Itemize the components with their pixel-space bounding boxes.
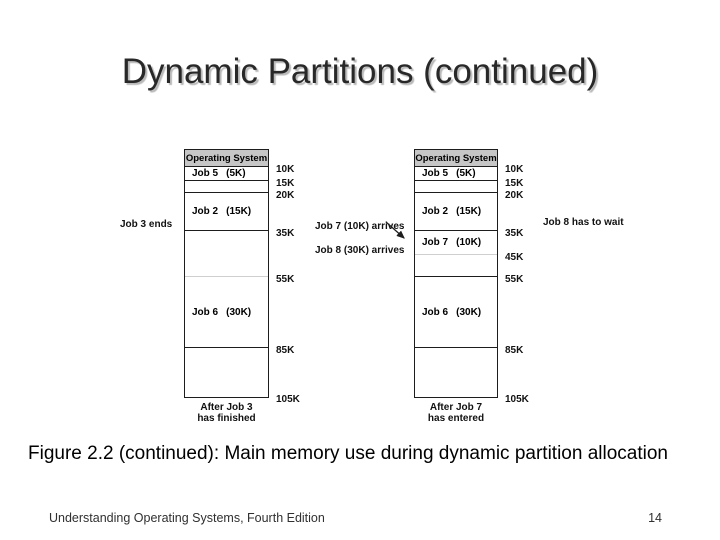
job-size-label: (15K) — [226, 206, 252, 217]
job-label: Job 5 — [422, 168, 449, 179]
memory-tick-55k: 55K — [276, 274, 295, 285]
free-partition — [415, 181, 497, 193]
memory-tick-20k: 20K — [276, 190, 295, 201]
job-size-label: (30K) — [226, 306, 252, 318]
annotation-job7-arrives: Job 7 (10K) arrives — [315, 221, 405, 232]
job-label: Job 2 — [422, 206, 449, 217]
os-partition: Operating System — [185, 150, 268, 167]
annotation-job3-ends: Job 3 ends — [120, 219, 173, 230]
free-partition — [415, 255, 497, 277]
arrow-icon — [385, 221, 405, 239]
job-label: Job 6 — [422, 306, 449, 318]
footer-book-title: Understanding Operating Systems, Fourth … — [49, 511, 325, 525]
os-partition: Operating System — [415, 150, 497, 167]
column-caption-line: After Job 3 — [200, 402, 253, 413]
job-size-label: (30K) — [456, 306, 482, 318]
memory-tick-85k: 85K — [276, 345, 295, 356]
memory-tick-45k: 45K — [505, 252, 524, 263]
column-caption-line: has entered — [427, 413, 485, 424]
job-size-label: (15K) — [456, 206, 482, 217]
free-partition — [185, 348, 268, 397]
free-partition — [185, 231, 268, 277]
partition-job-5: Job 5 (5K) — [415, 167, 497, 181]
memory-tick-15k: 15K — [276, 178, 295, 189]
memory-tick-85k: 85K — [505, 345, 524, 356]
free-partition — [185, 181, 268, 193]
memory-tick-10k: 10K — [505, 164, 524, 175]
memory-tick-105k: 105K — [505, 394, 529, 405]
memory-tick-15k: 15K — [505, 178, 524, 189]
page-number: 14 — [648, 511, 662, 525]
partition-job-5: Job 5 (5K) — [185, 167, 268, 181]
annotation-job8-wait: Job 8 has to wait — [543, 217, 624, 228]
memory-tick-35k: 35K — [505, 228, 524, 239]
column-caption-line: has finished — [197, 413, 256, 424]
memory-tick-55k: 55K — [505, 274, 524, 285]
free-partition — [415, 348, 497, 397]
column-caption-line: After Job 7 — [429, 402, 483, 413]
job-label: Job 6 — [192, 306, 219, 318]
job-size-label: (5K) — [226, 168, 246, 179]
job-label: Job 7 — [422, 237, 449, 248]
memory-tick-35k: 35K — [276, 228, 295, 239]
partition-job-2: Job 2 (15K) — [185, 193, 268, 231]
job-size-label: (5K) — [456, 168, 476, 179]
partition-job-6: Job 6 (30K) — [415, 277, 497, 348]
partition-job-6: Job 6 (30K) — [185, 277, 268, 348]
job-label: Job 2 — [192, 206, 219, 217]
page-title: Dynamic Partitions (continued) — [121, 52, 599, 91]
partition-job-2: Job 2 (15K) — [415, 193, 497, 231]
memory-tick-20k: 20K — [505, 190, 524, 201]
figure-caption: Figure 2.2 (continued): Main memory use … — [28, 443, 668, 464]
memory-tick-105k: 105K — [276, 394, 300, 405]
memory-tick-10k: 10K — [276, 164, 295, 175]
annotation-job8-arrives: Job 8 (30K) arrives — [315, 245, 405, 256]
partition-job-7: Job 7 (10K) — [415, 231, 497, 255]
job-size-label: (10K) — [456, 237, 482, 248]
job-label: Job 5 — [192, 168, 219, 179]
